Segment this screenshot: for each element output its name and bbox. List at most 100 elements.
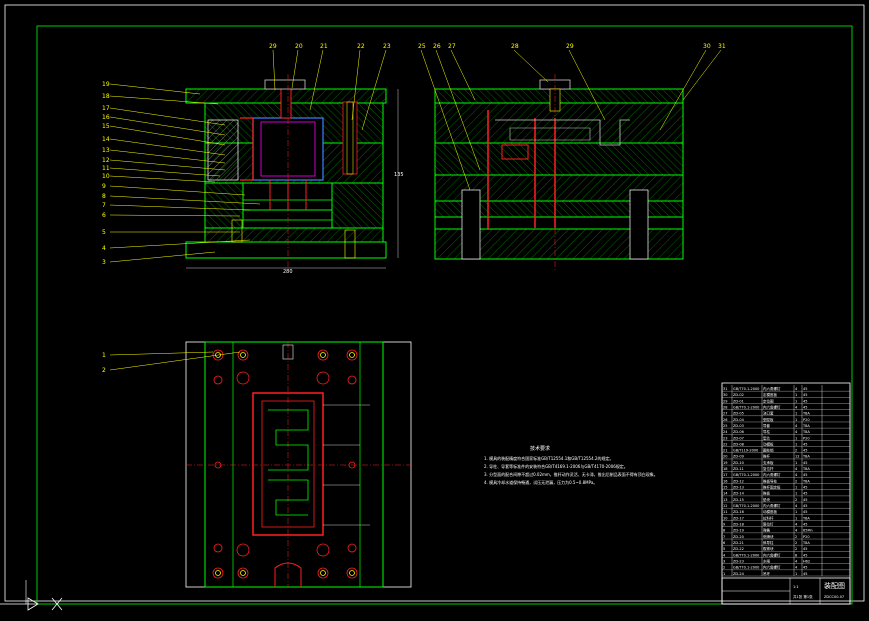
callout-label: 6 (102, 212, 106, 219)
callout-label: 25 (418, 43, 426, 50)
bom-cell: 7 (723, 535, 725, 539)
bom-cell: 2 (795, 541, 797, 545)
bom-cell: 22 (723, 442, 727, 446)
bom-cell: 1 (795, 510, 797, 514)
callout-label: 15 (102, 123, 110, 130)
callout-label: 10 (102, 173, 110, 180)
outer-border (4, 4, 865, 602)
callout-label: 3 (102, 259, 106, 266)
callout-label: 22 (357, 43, 365, 50)
bom-cell: 45 (803, 405, 807, 409)
bom-cell: 1 (795, 418, 797, 422)
bom-cell: ZD-22 (733, 547, 744, 551)
callout-label: 29 (566, 43, 574, 50)
bom-cell: 11 (723, 510, 727, 514)
technical-requirements: 技术要求 1. 模具的装配精度符合国家标准GB/T12554.1和GB/T125… (484, 445, 658, 485)
callout-label: 18 (102, 93, 110, 100)
bom-cell: 1 (795, 486, 797, 490)
bom-cell: 圆柱销 (763, 448, 774, 453)
spacer-block-right (331, 182, 384, 229)
bom-cell: 45 (803, 473, 807, 477)
bom-cell: 45 (803, 461, 807, 465)
bom-cell: 20 (723, 455, 727, 459)
bom-cell: 1 (795, 572, 797, 576)
bom-cell: 2 (795, 449, 797, 453)
bom-cell: 侧滑块 (763, 534, 774, 539)
bom-cell: 限位钉 (763, 522, 774, 527)
bom-cell: 4 (795, 529, 798, 533)
bom-cell: 推板 (763, 491, 771, 496)
bom-cell: 4 (795, 405, 798, 409)
drawing-name: 装配图 (824, 581, 845, 590)
notes-line: 1. 模具的装配精度符合国家标准GB/T12554.1和GB/T12554.2的… (484, 455, 613, 461)
bom-cell: 10 (723, 516, 727, 520)
bom-cell: ZD-07 (733, 436, 744, 440)
bom-cell: 45 (803, 399, 807, 403)
ucs-icon (0, 597, 63, 611)
bom-cell: 45 (803, 393, 807, 397)
bom-cell: 1 (795, 461, 797, 465)
bom-cell: T8A (802, 412, 810, 416)
callout-label: 26 (433, 43, 441, 50)
bom-cell: ZD-13 (733, 486, 744, 490)
bom-cell: 1 (795, 412, 797, 416)
bom-cell: 45 (803, 486, 807, 490)
bom-cell: 型腔板 (763, 417, 774, 422)
bom-cell: T8A (802, 467, 810, 471)
bom-cell: T8A (802, 430, 810, 434)
bom-cell: 23 (723, 436, 727, 440)
bom-cell: 4 (795, 430, 798, 434)
callout-label: 28 (511, 43, 519, 50)
bom-cell: 2 (795, 535, 797, 539)
bom-cell: ZD-24 (733, 572, 745, 576)
callout-label: 13 (102, 147, 110, 154)
bom-cell: 动模座板 (763, 509, 777, 514)
bom-cell: 12 (795, 455, 799, 459)
bom-cell: ZD-15 (733, 498, 744, 502)
bom-cell: 型芯 (763, 435, 771, 440)
bom-cell: 斜导柱 (763, 540, 774, 545)
bom-cell: 动模板 (763, 441, 774, 446)
callout-label: 14 (102, 136, 110, 143)
bom-cell: 支承板 (763, 460, 774, 465)
bom-cell: 14 (723, 492, 728, 496)
bom-cell: T8A (802, 516, 810, 520)
bom-cell: 45 (803, 510, 807, 514)
bom-cell: 内六角螺钉 (763, 404, 781, 409)
notes-line: 4. 模具冷却水道保持畅通，试压无泄漏，压力为0.5~0.8MPa。 (484, 479, 597, 485)
bom-cell: ZD-16 (733, 510, 744, 514)
bom-cell: 45 (803, 566, 807, 570)
callout-label: 1 (102, 352, 106, 359)
callout-label: 27 (448, 43, 456, 50)
bom-cell: GB/T119-2000 (733, 449, 758, 453)
bom-cell: ZD-05 (733, 412, 744, 416)
bom-cell: ZD-12 (733, 479, 744, 483)
height-dimension-value: 135 (394, 172, 404, 178)
bom-cell: 45 (803, 504, 807, 508)
bom-cell: 1 (795, 492, 797, 496)
bom-cell: ZD-09 (733, 455, 744, 459)
callout-label: 4 (102, 245, 106, 252)
bom-cell: 45 (803, 572, 807, 576)
bom-cell: ZD-06 (733, 430, 744, 434)
spacer-block-left (204, 182, 244, 229)
notes-line: 2. 导柱、导套等标准件的安装符合GB/T4169.1-2006与GB/T417… (484, 463, 628, 469)
bom-cell: 1 (723, 572, 725, 576)
bom-cell: GB/T70.1-2000 (733, 405, 759, 409)
bom-cell: 16 (723, 479, 727, 483)
bom-cell: 弹簧 (763, 528, 771, 533)
bom-cell: 45 (803, 387, 807, 391)
front-left-callouts: 19 18 17 16 15 14 13 12 11 10 9 8 7 6 5 … (102, 81, 261, 266)
bom-cell: 28 (723, 405, 727, 409)
bom-cell: 18 (723, 467, 727, 471)
bom-cell: 内六角螺钉 (763, 472, 781, 477)
bom-cell: 2 (795, 498, 797, 502)
bom-cell: 内六角螺钉 (763, 386, 781, 391)
bom-cell: T8A (802, 479, 810, 483)
bom-cell: GB/T70.1-2000 (733, 553, 759, 557)
side-slider (207, 119, 239, 181)
callout-label: 12 (102, 157, 110, 164)
top-left-callouts: 1 2 (102, 351, 241, 374)
